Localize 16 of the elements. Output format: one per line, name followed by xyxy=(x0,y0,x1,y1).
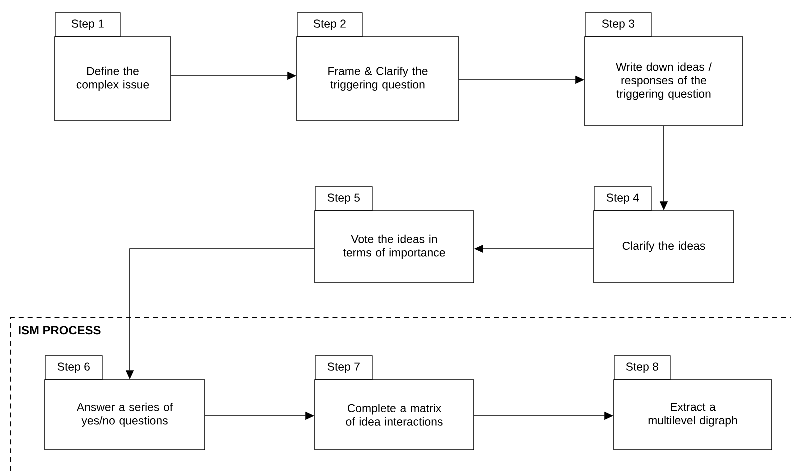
process-box: Answer a series of yes/no questions xyxy=(44,380,206,450)
process-box: Clarify the ideas xyxy=(594,210,734,284)
process-box: Define the complex issue xyxy=(54,36,172,122)
step-tab: Step 5 xyxy=(315,186,373,212)
step-tab: Step 6 xyxy=(45,356,103,380)
process-box: Complete a matrix of idea interactions xyxy=(314,380,474,450)
step-tab: Step 4 xyxy=(594,186,652,212)
process-box: Frame & Clarify the triggering question xyxy=(296,36,460,122)
process-box: Vote the ideas in terms of importance xyxy=(314,210,474,284)
process-box: Write down ideas / responses of the triggering question xyxy=(584,36,744,126)
step-tab: Step 7 xyxy=(315,356,373,380)
process-box: Extract a multilevel digraph xyxy=(614,380,772,450)
step-tab: Step 8 xyxy=(614,356,671,380)
step-tab: Step 1 xyxy=(55,12,121,38)
step-tab: Step 3 xyxy=(585,12,652,38)
step-tab: Step 2 xyxy=(297,12,363,38)
